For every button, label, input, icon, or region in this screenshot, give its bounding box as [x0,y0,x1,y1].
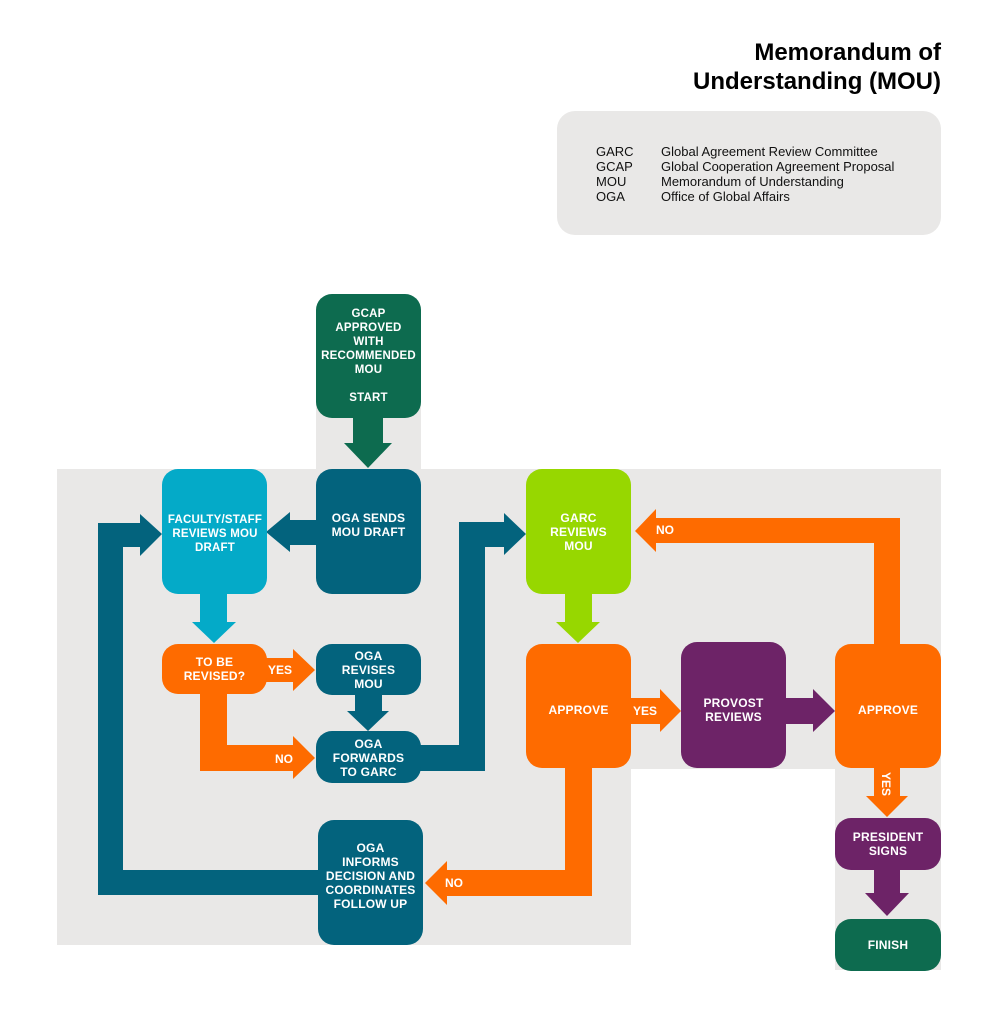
arrow-approve1-no [425,768,592,905]
arrow-start-to-oga-sends [344,418,392,468]
title-line-2: Understanding (MOU) [693,68,941,95]
arrow-revises-to-forwards [347,695,389,731]
node-approve-1-label: APPROVE [548,703,609,717]
node-faculty-reviews-label: FACULTY/STAFF REVIEWS MOU DRAFT [167,514,263,554]
node-start [316,294,421,418]
legend-abbr: OGA [596,189,625,204]
edge-label-approve2-yes: YES [879,772,893,797]
abbreviation-legend: GARC Global Agreement Review Committee GC… [557,111,941,235]
arrow-garc-to-approve [556,594,600,643]
arrow-forwards-to-garc [420,513,526,771]
legend-item: GCAP Global Cooperation Agreement Proposa… [596,159,894,174]
legend-abbr: GCAP [596,159,633,174]
arrow-informs-to-faculty-head [140,514,162,556]
node-to-be-revised [162,644,267,694]
arrow-president-to-finish [865,870,909,916]
title-line-1: Memorandum of [754,39,941,66]
node-provost-reviews [681,642,786,768]
node-approve-2 [835,644,941,768]
node-oga-forwards-label: OGA FORWARDS TO GARC [332,737,405,779]
arrow-provost-to-approve2 [785,689,835,732]
arrow-faculty-to-revise [192,594,236,643]
node-oga-informs [318,820,423,945]
node-oga-revises [316,644,421,695]
edge-label-approve2-no: NO [656,523,674,537]
legend-meaning: Memorandum of Understanding [661,174,844,189]
node-oga-sends [316,469,421,594]
node-oga-revises-label: OGA REVISES MOU [341,649,396,691]
legend-meaning: Global Cooperation Agreement Proposal [661,159,895,174]
node-approve-2-label: APPROVE [857,703,919,717]
node-garc-reviews [526,469,631,594]
legend-meaning: Global Agreement Review Committee [661,144,878,159]
node-start-label: GCAP APPROVED WITH RECOMMENDED MOU START [321,308,416,404]
node-finish-label: FINISH [867,938,909,952]
arrow-approve1-yes [630,689,681,732]
arrow-revise-no [200,692,315,779]
legend-item: MOU Memorandum of Understanding [596,174,844,189]
node-provost-reviews-label: PROVOST REVIEWS [703,696,764,724]
node-finish [835,919,941,971]
node-oga-sends-label: OGA SENDS MOU DRAFT [331,511,406,539]
node-president-signs [835,818,941,870]
legend-abbr: MOU [596,174,627,189]
arrow-informs-loop [98,523,318,895]
node-president-signs-label: PRESIDENT SIGNS [852,830,924,858]
arrow-oga-sends-to-faculty [266,512,316,552]
legend-meaning: Office of Global Affairs [661,189,790,204]
node-garc-reviews-label: GARC REVIEWS MOU [550,511,607,553]
node-approve-1 [526,644,631,768]
node-oga-informs-label: OGA INFORMS DECISION AND COORDINATES FOL… [325,841,416,911]
node-to-be-revised-label: TO BE REVISED? [183,655,246,683]
page-title: Memorandum of Understanding (MOU) [693,38,941,96]
edge-label-revise-no: NO [275,752,293,766]
legend-item: OGA Office of Global Affairs [596,189,790,204]
edge-label-approve1-no: NO [445,876,463,890]
arrow-approve2-no [635,509,900,645]
edge-label-approve1-yes: YES [633,704,658,718]
node-faculty-reviews [162,469,267,594]
node-oga-forwards [316,731,421,783]
legend-item: GARC Global Agreement Review Committee [596,144,878,159]
arrow-revise-yes [262,649,315,691]
arrow-approve2-yes [866,768,908,817]
edge-label-revise-yes: YES [268,663,293,677]
legend-abbr: GARC [596,144,634,159]
